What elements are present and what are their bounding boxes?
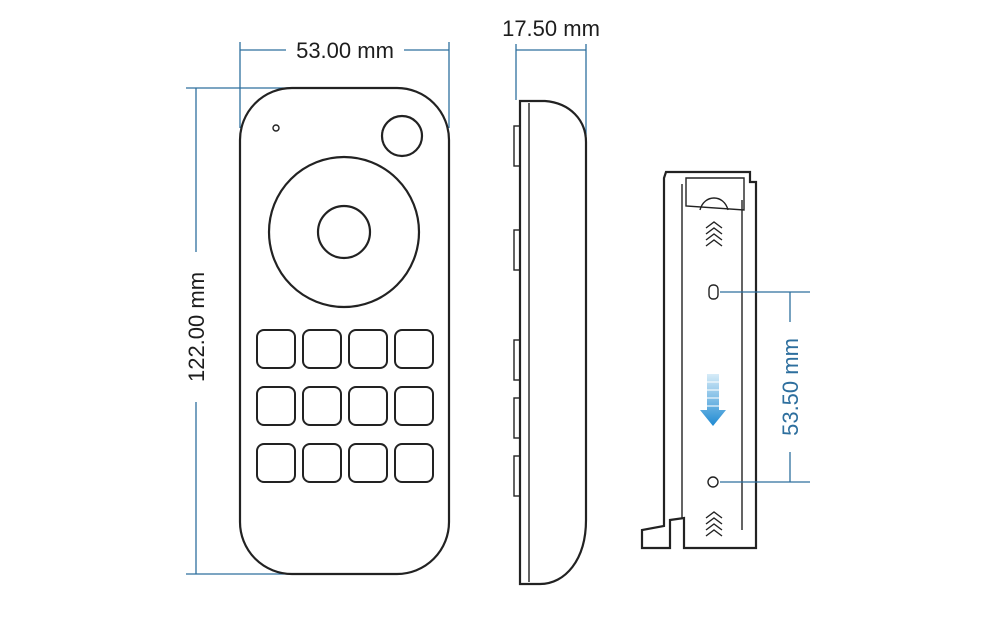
upper-mount-hole [708, 284, 719, 300]
wall-bracket-view: 53.50 mm [640, 170, 810, 550]
width-dimension: 53.00 mm [239, 38, 450, 128]
keypad-button [394, 443, 434, 483]
side-button-bumps [513, 125, 521, 497]
side-view: 17.50 mm [502, 16, 600, 586]
keypad-button [302, 329, 342, 369]
height-dimension: 122.00 mm [184, 87, 300, 575]
bottom-grip-ridges [705, 511, 723, 537]
keypad-button [394, 329, 434, 369]
thickness-label: 17.50 mm [502, 16, 600, 41]
power-button [380, 114, 424, 158]
center-button [316, 204, 372, 260]
width-label: 53.00 mm [296, 38, 394, 63]
slide-down-arrow-icon [700, 374, 726, 426]
keypad-button [302, 443, 342, 483]
thickness-dimension: 17.50 mm [502, 16, 600, 136]
keypad-button [256, 386, 296, 426]
front-view: 53.00 mm 122.00 mm [184, 38, 451, 576]
lower-mount-hole [707, 476, 719, 488]
keypad-button [348, 443, 388, 483]
keypad-button [348, 329, 388, 369]
keypad-button [256, 329, 296, 369]
bracket-outline [640, 170, 758, 550]
top-grip-ridges [705, 221, 723, 247]
keypad [256, 329, 434, 483]
remote-body-side [518, 99, 588, 586]
keypad-button [256, 443, 296, 483]
indicator-led [272, 124, 280, 132]
keypad-button [394, 386, 434, 426]
keypad-button [348, 386, 388, 426]
keypad-button [302, 386, 342, 426]
height-label: 122.00 mm [184, 272, 209, 382]
hole-spacing-label: 53.50 mm [778, 338, 803, 436]
top-clip-icon [699, 197, 729, 211]
hole-spacing-dimension: 53.50 mm [720, 291, 810, 483]
